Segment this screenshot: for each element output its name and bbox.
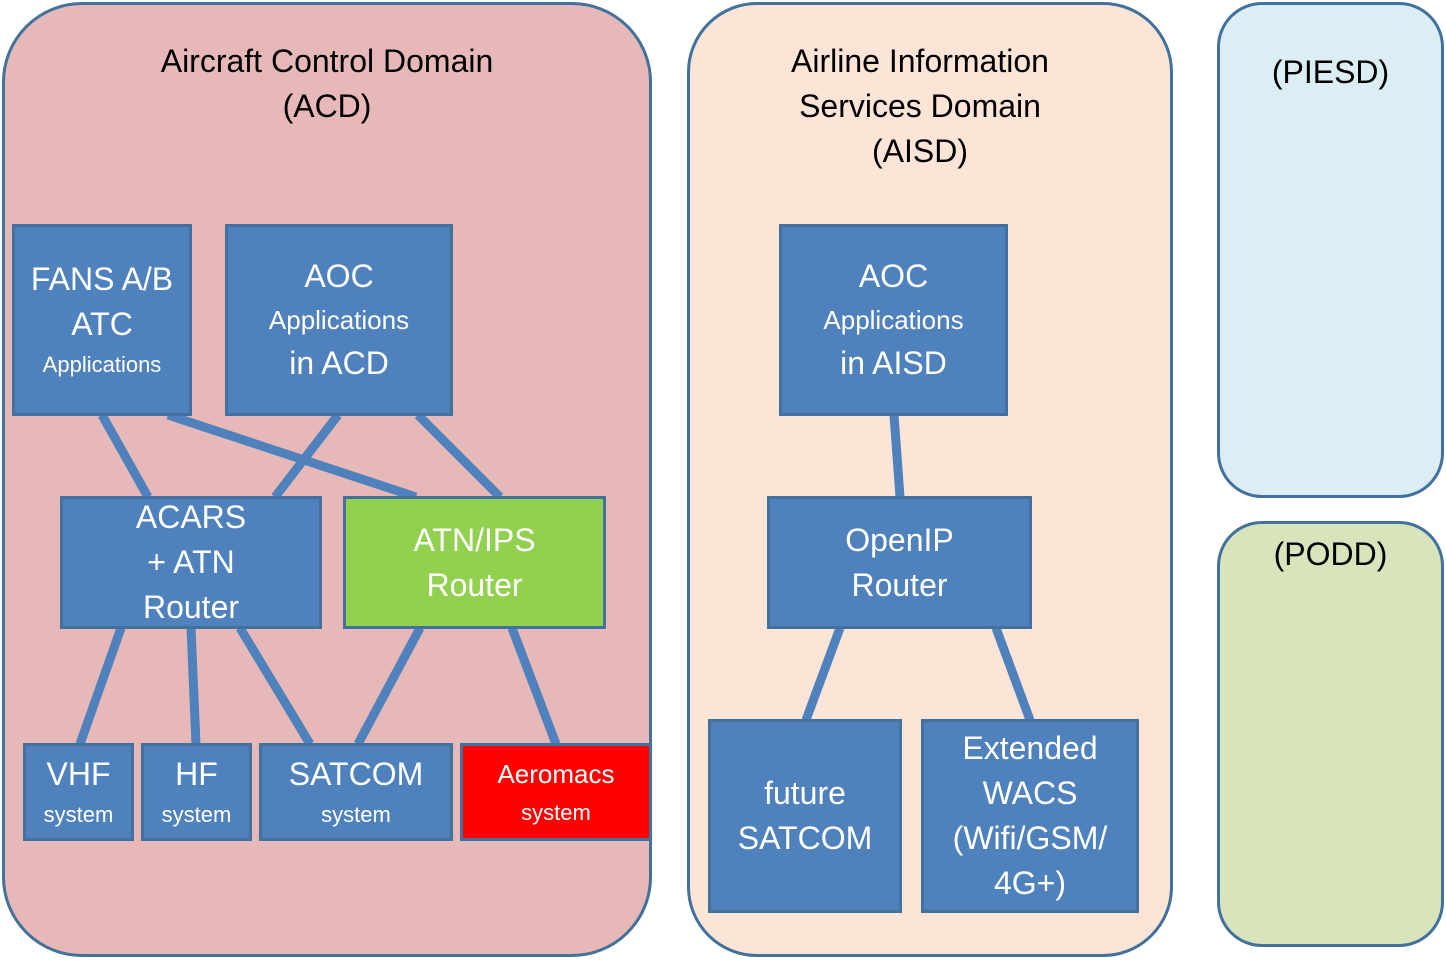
- domain-acd-title-line1: Aircraft Control Domain: [160, 43, 494, 79]
- atn-ips-line2: Router: [426, 566, 523, 603]
- domain-piesd-title: (PIESD): [1271, 54, 1390, 90]
- acars-line3: Router: [142, 589, 240, 625]
- aoc-aisd-line3: in AISD: [840, 345, 947, 381]
- fans-line2: ATC: [71, 306, 133, 342]
- aeromacs-line1: Aeromacs: [497, 759, 615, 789]
- future-satcom-box: future SATCOM: [708, 719, 902, 913]
- vhf-system-box: VHF system: [23, 743, 134, 841]
- aoc-acd-line3: in ACD: [289, 345, 389, 381]
- domain-podd: (PODD): [1217, 521, 1444, 947]
- aoc-applications-aisd-box: AOC Applications in AISD: [779, 224, 1008, 416]
- satcom-system-box: SATCOM system: [259, 743, 453, 841]
- domain-acd-title: Aircraft Control Domain (ACD): [5, 39, 649, 129]
- atn-ips-line1: ATN/IPS: [413, 521, 536, 558]
- hf-line2: system: [161, 801, 232, 827]
- openip-router-box: OpenIP Router: [767, 496, 1032, 629]
- aoc-aisd-line1: AOC: [858, 258, 929, 294]
- acars-line2: + ATN: [147, 544, 235, 580]
- aoc-acd-line1: AOC: [304, 258, 374, 294]
- future-satcom-line2: SATCOM: [737, 820, 873, 856]
- domain-acd-title-line2: (ACD): [282, 88, 372, 124]
- acars-atn-router-box: ACARS + ATN Router: [60, 496, 322, 629]
- domain-aisd-title-line2: Services Domain: [799, 88, 1041, 124]
- wacs-line4: 4G+): [993, 865, 1067, 901]
- hf-system-box: HF system: [141, 743, 252, 841]
- aeromacs-line2: system: [521, 800, 591, 825]
- future-satcom-line1: future: [764, 775, 846, 811]
- openip-line2: Router: [851, 566, 948, 603]
- fans-line1: FANS A/B: [30, 261, 174, 297]
- fans-line3: Applications: [42, 352, 162, 377]
- aeromacs-system-box: Aeromacs system: [460, 743, 652, 841]
- hf-line1: HF: [175, 755, 218, 792]
- vhf-line1: VHF: [46, 755, 111, 792]
- domain-piesd: (PIESD): [1217, 2, 1444, 498]
- aoc-aisd-line2: Applications: [823, 305, 964, 335]
- vhf-line2: system: [43, 801, 114, 827]
- satcom-line2: system: [321, 801, 391, 827]
- wacs-line2: WACS: [982, 775, 1078, 811]
- wacs-line3: (Wifi/GSM/: [952, 820, 1108, 856]
- extended-wacs-box: Extended WACS (Wifi/GSM/ 4G+): [921, 719, 1139, 913]
- aoc-acd-line2: Applications: [268, 305, 410, 335]
- openip-line1: OpenIP: [845, 521, 954, 558]
- wacs-line1: Extended: [962, 730, 1098, 766]
- acars-line1: ACARS: [135, 499, 247, 535]
- domain-aisd-title-line1: Airline Information: [791, 43, 1049, 79]
- domain-aisd-title: Airline Information Services Domain (AIS…: [670, 39, 1170, 174]
- domain-podd-title: (PODD): [1273, 536, 1388, 572]
- aoc-applications-acd-box: AOC Applications in ACD: [225, 224, 453, 416]
- domain-aisd-title-line3: (AISD): [872, 133, 968, 169]
- atn-ips-router-box: ATN/IPS Router: [343, 496, 606, 629]
- satcom-line1: SATCOM: [288, 755, 424, 792]
- fans-atc-applications-box: FANS A/B ATC Applications: [12, 224, 192, 416]
